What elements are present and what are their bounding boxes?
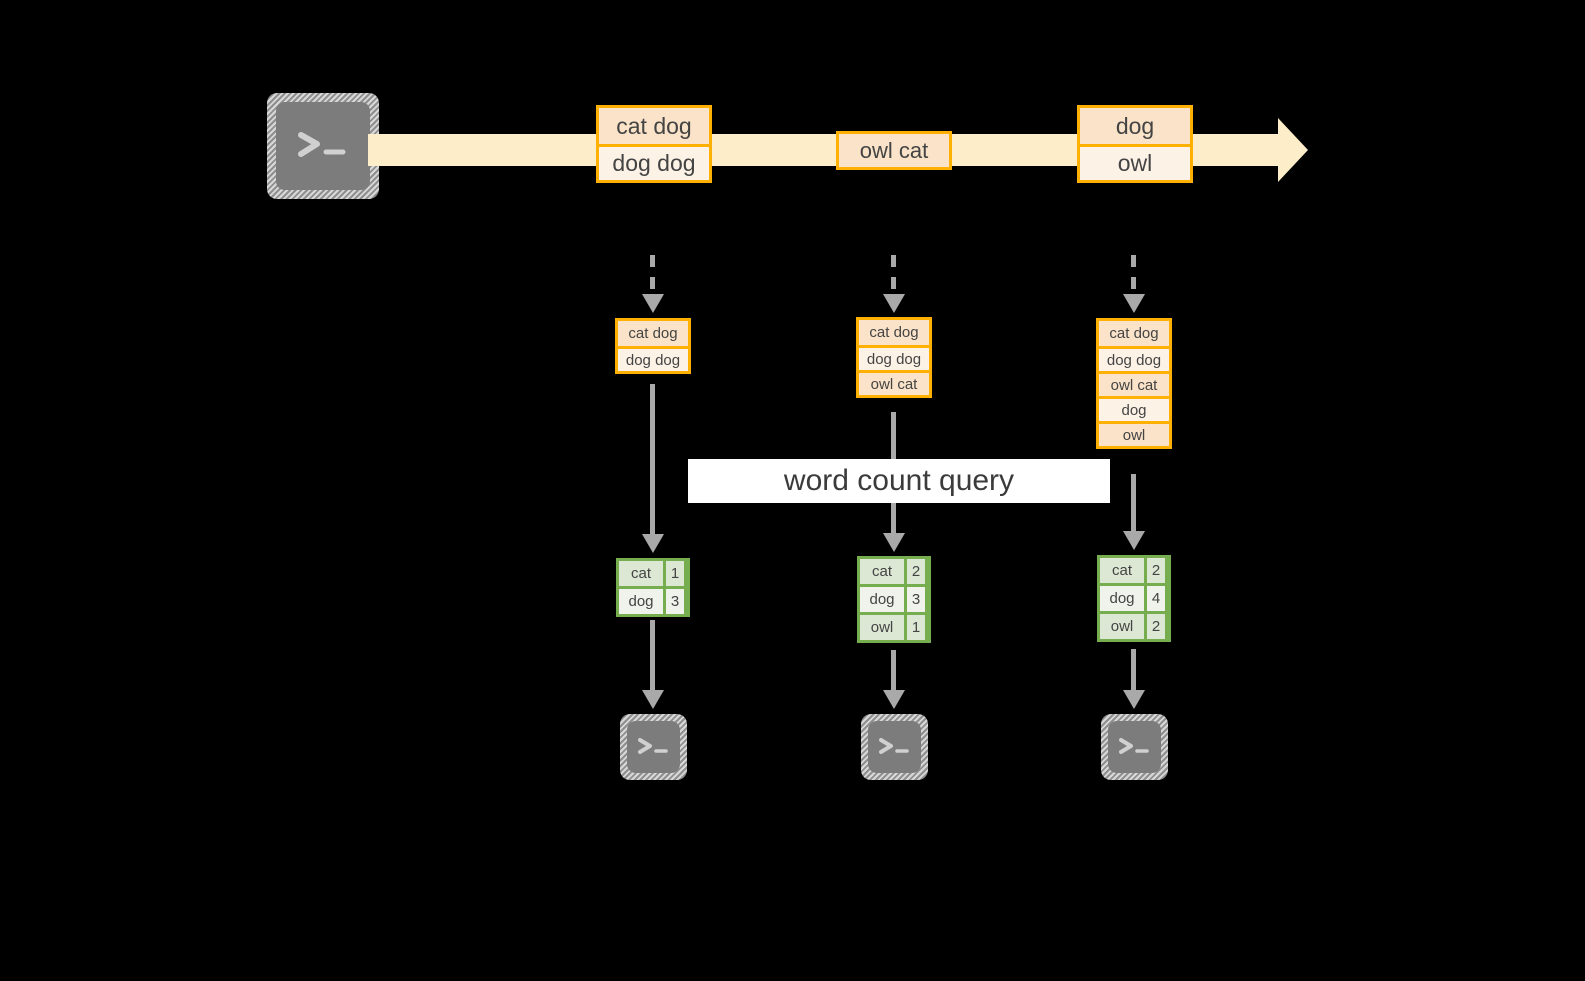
sink-line-2 <box>891 650 896 695</box>
sink-line-3 <box>1131 649 1136 695</box>
result-word: owl <box>1100 614 1144 639</box>
query-arrow-3 <box>1123 531 1145 550</box>
table-row: owl 2 <box>1100 611 1168 639</box>
stream-message: dog <box>1080 108 1190 144</box>
terminal-prompt-glyph <box>267 93 379 199</box>
result-word: cat <box>1100 558 1144 583</box>
stream-group-1: cat dog dog dog <box>596 105 712 183</box>
terminal-body <box>868 721 921 773</box>
table-row: cat 2 <box>1100 558 1168 583</box>
snapshot-feed-line-3 <box>1131 255 1136 297</box>
stream-message: cat dog <box>599 108 709 144</box>
sink-terminal-icon-2 <box>861 714 928 780</box>
snapshot-row: owl <box>1099 421 1169 446</box>
stream-arrow-head <box>1278 118 1308 182</box>
terminal-body <box>627 721 680 773</box>
stream-message: dog dog <box>599 144 709 180</box>
result-table-1: cat 1 dog 3 <box>616 558 690 617</box>
sink-terminal-icon-1 <box>620 714 687 780</box>
result-count: 1 <box>904 615 925 640</box>
sink-terminal-icon-3 <box>1101 714 1168 780</box>
terminal-prompt-glyph <box>620 714 687 780</box>
result-count: 3 <box>663 589 684 614</box>
stream-message: owl <box>1080 144 1190 180</box>
snapshot-feed-arrow-3 <box>1123 294 1145 313</box>
sink-arrow-1 <box>642 690 664 709</box>
snapshot-row: dog dog <box>618 346 688 371</box>
sink-arrow-2 <box>883 690 905 709</box>
snapshot-row: dog dog <box>859 345 929 370</box>
stream-group-3: dog owl <box>1077 105 1193 183</box>
snapshot-row: cat dog <box>859 320 929 345</box>
stream-message: owl cat <box>839 134 949 167</box>
snapshot-row: owl cat <box>859 370 929 395</box>
terminal-prompt-glyph <box>1101 714 1168 780</box>
snapshot-row: dog <box>1099 396 1169 421</box>
stream-band-segment-2 <box>706 134 840 166</box>
result-word: dog <box>619 589 663 614</box>
stream-group-2: owl cat <box>836 131 952 170</box>
query-arrow-2 <box>883 533 905 552</box>
stream-band-segment-4 <box>1190 134 1278 166</box>
result-word: dog <box>860 587 904 612</box>
result-table-3: cat 2 dog 4 owl 2 <box>1097 555 1171 642</box>
result-count: 1 <box>663 561 684 586</box>
result-word: dog <box>1100 586 1144 611</box>
snapshot-row: cat dog <box>1099 321 1169 346</box>
sink-line-1 <box>650 620 655 695</box>
snapshot-table-3: cat dog dog dog owl cat dog owl <box>1096 318 1172 449</box>
snapshot-feed-line-1 <box>650 255 655 297</box>
result-count: 2 <box>1144 558 1165 583</box>
source-terminal-icon <box>267 93 379 199</box>
query-label-text: word count query <box>783 464 1015 497</box>
result-word: owl <box>860 615 904 640</box>
query-line-3 <box>1131 474 1136 538</box>
snapshot-row: cat dog <box>618 321 688 346</box>
terminal-body <box>276 102 370 190</box>
snapshot-row: owl cat <box>1099 371 1169 396</box>
result-count: 2 <box>1144 614 1165 639</box>
table-row: cat 1 <box>619 561 687 586</box>
snapshot-table-2: cat dog dog dog owl cat <box>856 317 932 398</box>
table-row: dog 4 <box>1100 583 1168 611</box>
snapshot-table-1: cat dog dog dog <box>615 318 691 374</box>
query-arrow-1 <box>642 534 664 553</box>
terminal-prompt-glyph <box>861 714 928 780</box>
snapshot-feed-line-2 <box>891 255 896 297</box>
table-row: cat 2 <box>860 559 928 584</box>
snapshot-feed-arrow-2 <box>883 294 905 313</box>
table-row: dog 3 <box>619 586 687 614</box>
stream-band-segment-1 <box>368 134 606 166</box>
terminal-body <box>1108 721 1161 773</box>
snapshot-feed-arrow-1 <box>642 294 664 313</box>
sink-arrow-3 <box>1123 690 1145 709</box>
table-row: owl 1 <box>860 612 928 640</box>
query-line-1 <box>650 384 655 539</box>
result-word: cat <box>619 561 663 586</box>
snapshot-row: dog dog <box>1099 346 1169 371</box>
table-row: dog 3 <box>860 584 928 612</box>
stream-band-segment-3 <box>948 134 1082 166</box>
result-count: 4 <box>1144 586 1165 611</box>
result-word: cat <box>860 559 904 584</box>
result-count: 2 <box>904 559 925 584</box>
result-count: 3 <box>904 587 925 612</box>
result-table-2: cat 2 dog 3 owl 1 <box>857 556 931 643</box>
query-label-banner: word count query <box>688 459 1110 503</box>
